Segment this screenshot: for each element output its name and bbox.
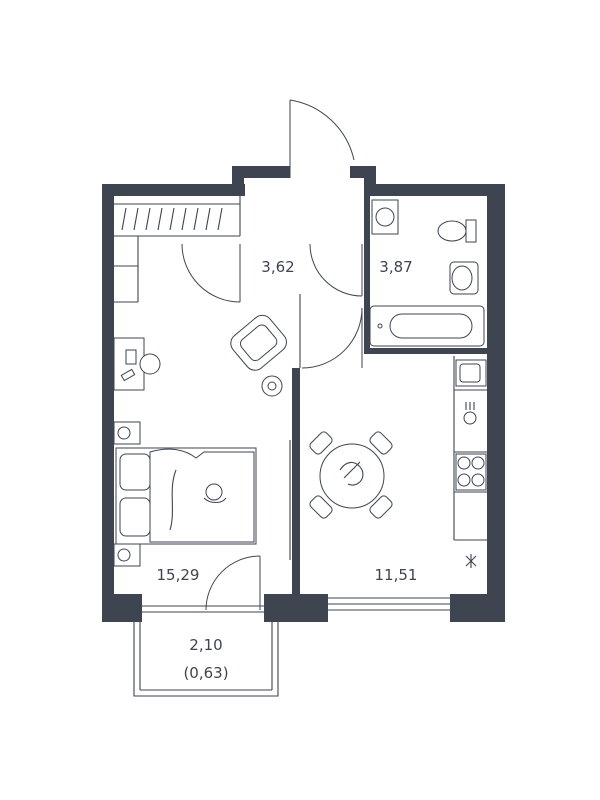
bathtub-icon bbox=[369, 305, 485, 347]
hallway-area: 3,62 bbox=[261, 258, 294, 276]
floor-lamp-icon bbox=[261, 375, 283, 397]
armchair-icon bbox=[230, 314, 287, 371]
walls bbox=[102, 166, 505, 622]
double-bed-icon bbox=[115, 447, 257, 545]
bathroom-area: 3,87 bbox=[379, 258, 412, 276]
bedroom-area: 15,29 bbox=[157, 566, 200, 584]
interior-lines bbox=[114, 196, 487, 697]
balcony-reduced-area: (0,63) bbox=[183, 664, 228, 682]
washing-machine-icon bbox=[371, 199, 399, 235]
hob-icon bbox=[455, 453, 487, 491]
desk-icon bbox=[113, 337, 161, 391]
toilet-icon bbox=[437, 219, 477, 243]
nightstand-icon bbox=[113, 421, 141, 567]
doors bbox=[181, 99, 363, 611]
wardrobe-icon bbox=[121, 207, 223, 231]
kitchen-sink-icon bbox=[455, 359, 487, 387]
kitchen-area: 11,51 bbox=[375, 566, 418, 584]
plant-icon bbox=[465, 554, 477, 568]
washbasin-icon bbox=[449, 261, 479, 295]
balcony-area: 2,10 bbox=[189, 636, 222, 654]
dining-table-icon bbox=[309, 431, 393, 519]
extractor-icon bbox=[463, 402, 477, 425]
